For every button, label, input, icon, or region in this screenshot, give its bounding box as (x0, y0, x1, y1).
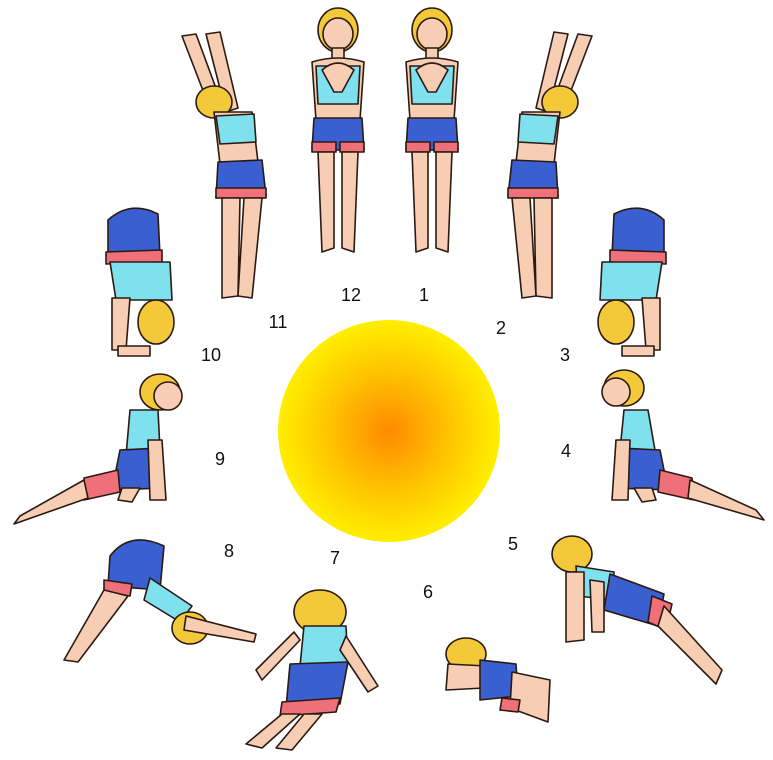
step-number-11: 11 (263, 312, 293, 332)
step-number-5: 5 (498, 534, 528, 554)
step-number-3: 3 (550, 345, 580, 365)
step-number-9: 9 (205, 449, 235, 469)
pose-6-figure (446, 638, 550, 722)
step-number-7: 7 (320, 548, 350, 568)
pose-2-figure (508, 32, 592, 298)
pose-12-figure (312, 8, 364, 252)
pose-5-figure (552, 536, 722, 684)
pose-9-figure (14, 374, 182, 524)
pose-11-figure (182, 32, 266, 298)
step-number-8: 8 (214, 541, 244, 561)
pose-4-figure (602, 370, 764, 520)
step-number-1: 1 (409, 285, 439, 305)
pose-1-figure (406, 8, 458, 252)
sun-icon (278, 320, 500, 542)
pose-3-figure (598, 208, 666, 356)
pose-10-figure (106, 208, 174, 356)
step-number-10: 10 (196, 345, 226, 365)
step-number-6: 6 (413, 582, 443, 602)
pose-7-figure (246, 590, 378, 750)
step-number-4: 4 (551, 441, 581, 461)
step-number-12: 12 (336, 285, 366, 305)
step-number-2: 2 (486, 318, 516, 338)
